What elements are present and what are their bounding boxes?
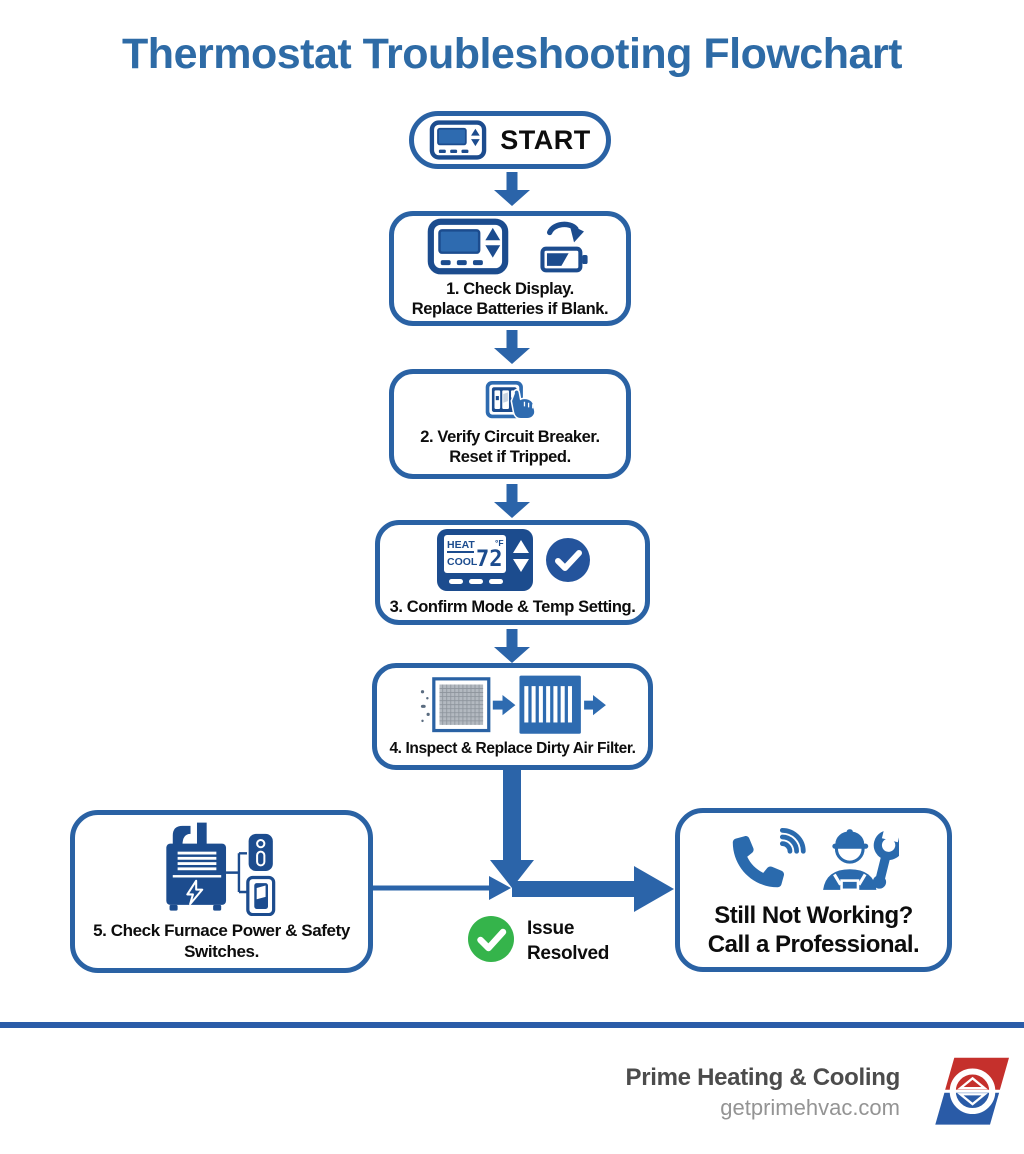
temp-value: 72 <box>476 547 503 572</box>
toggle-switch-icon <box>245 875 275 917</box>
step3-caption: 3. Confirm Mode & Temp Setting. <box>389 598 636 617</box>
step2-caption: 2. Verify Circuit Breaker. Reset if Trip… <box>420 428 600 467</box>
safety-switch-icon <box>248 833 273 872</box>
replace-arrow-icon <box>546 221 584 243</box>
wrench-icon <box>872 827 899 889</box>
issue-resolved-label: Issue Resolved <box>527 918 610 964</box>
thermostat-icon <box>427 218 509 275</box>
flow-arrow-icon <box>492 695 515 716</box>
issue-resolved: Issue Resolved <box>467 915 609 966</box>
technician-wrench-icon <box>822 827 899 892</box>
footer-divider <box>0 1022 1024 1028</box>
call-professional-caption: Still Not Working? Call a Professional. <box>707 902 920 958</box>
connector-junction-professional <box>512 866 674 912</box>
step5-box: 5. Check Furnace Power & Safety Switches… <box>70 810 373 973</box>
furnace-switches-icon <box>165 822 275 917</box>
battery-replace-icon <box>540 221 588 273</box>
thermostat-icon <box>429 120 487 160</box>
step3-icons: HEAT COOL 72 °F <box>435 527 591 593</box>
step1-caption: 1. Check Display. Replace Batteries if B… <box>411 279 609 318</box>
dust-specks-icon <box>420 690 430 723</box>
footer-branding: Prime Heating & Cooling getprimehvac.com <box>625 1064 901 1121</box>
website-url: getprimehvac.com <box>720 1095 900 1120</box>
company-name: Prime Heating & Cooling <box>625 1064 901 1091</box>
pressing-hand-icon <box>510 389 536 420</box>
green-check-icon <box>468 916 514 962</box>
step3-box: HEAT COOL 72 °F 3. Confirm Mode & Temp S… <box>375 520 650 625</box>
battery-icon <box>540 246 588 273</box>
connector-step4-junction <box>490 770 534 888</box>
flow-arrow-icon <box>583 695 606 716</box>
phone-call-icon <box>732 828 806 888</box>
connector-step3-step4 <box>494 629 530 663</box>
breaker-panel-icon <box>485 381 536 420</box>
filter-replacement-icons <box>420 675 606 734</box>
check-circle-icon <box>545 538 590 583</box>
connector-step2-step3 <box>494 484 530 518</box>
connector-start-step1 <box>494 172 530 206</box>
step1-box: 1. Check Display. Replace Batteries if B… <box>389 211 631 326</box>
thermostat-display-icon: HEAT COOL 72 °F <box>436 529 533 592</box>
connector-step1-step2 <box>494 330 530 364</box>
mode-heat-label: HEAT <box>447 539 475 551</box>
mode-cool-label: COOL <box>447 556 478 568</box>
step2-box: 2. Verify Circuit Breaker. Reset if Trip… <box>389 369 631 479</box>
step4-caption: 4. Inspect & Replace Dirty Air Filter. <box>389 740 636 758</box>
technician-icon <box>822 829 876 892</box>
clean-filter-icon <box>518 675 581 734</box>
connector-step5-junction <box>373 876 511 900</box>
step5-caption: 5. Check Furnace Power & Safety Switches… <box>93 921 350 961</box>
call-professional-box: Still Not Working? Call a Professional. <box>675 808 952 972</box>
start-node: START <box>409 111 611 169</box>
step4-box: 4. Inspect & Replace Dirty Air Filter. <box>372 663 653 770</box>
professional-icons <box>729 820 899 894</box>
temp-unit: °F <box>495 538 504 548</box>
furnace-icon <box>165 822 226 911</box>
prime-hvac-logo <box>935 1057 1009 1125</box>
start-label: START <box>500 124 591 155</box>
step1-icons <box>427 218 593 275</box>
dirty-filter-icon <box>431 677 490 733</box>
page-title: Thermostat Troubleshooting Flowchart <box>122 30 902 78</box>
